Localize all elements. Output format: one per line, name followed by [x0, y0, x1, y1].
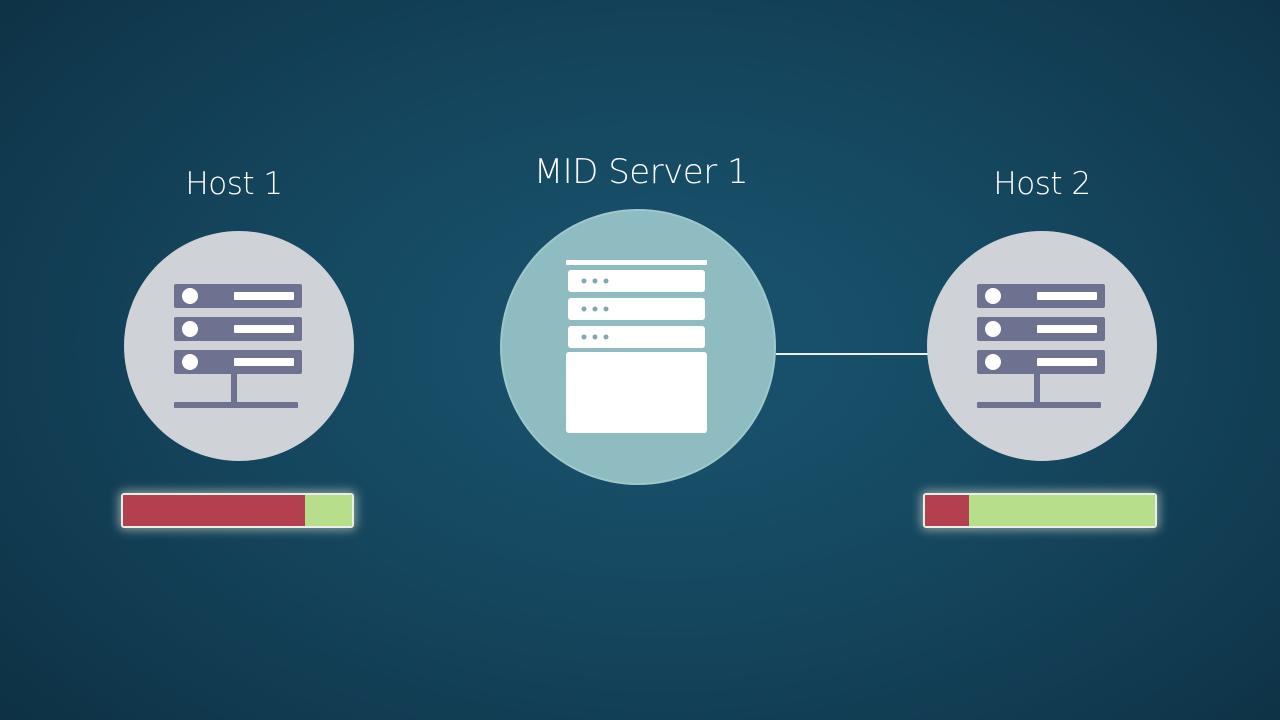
host-1-node[interactable]: [124, 231, 354, 461]
host-1-label: Host 1: [185, 166, 283, 202]
server-rack-network-icon: [977, 284, 1105, 408]
host-1-usage-used: [123, 495, 306, 526]
host-2-usage-free: [968, 495, 1155, 526]
host-2-label: Host 2: [993, 166, 1091, 202]
server-tower-icon: [566, 260, 707, 433]
mid-server-1-label: MID Server 1: [533, 152, 749, 192]
server-rack-network-icon: [174, 284, 302, 408]
mid-server-1-node[interactable]: [502, 211, 774, 483]
host-1-usage-bar: [121, 493, 354, 528]
host-2-node[interactable]: [927, 231, 1157, 461]
mid-host2-connection-line: [776, 353, 930, 355]
host-1-usage-free: [305, 495, 352, 526]
host-2-usage-used: [925, 495, 969, 526]
host-2-usage-bar: [923, 493, 1157, 528]
